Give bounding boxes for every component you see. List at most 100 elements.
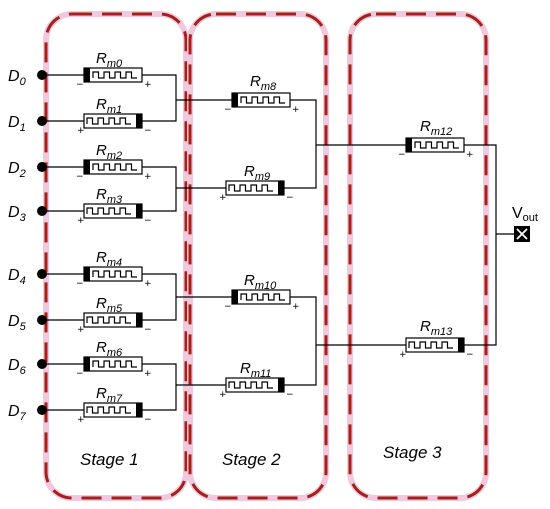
memristor-polarity-bar — [136, 313, 142, 327]
stage-boxes — [43, 11, 489, 501]
polarity-plus: + — [144, 369, 152, 379]
memristor-label-rm2: Rm2 — [96, 142, 122, 162]
memristor-rm7: + − Rm7 — [77, 385, 152, 425]
memristor-rm8: + − Rm8 — [224, 73, 300, 115]
memristor-polarity-bar — [278, 378, 284, 392]
stage-3-label: Stage 3 — [383, 443, 442, 462]
memristor-zigzag — [86, 406, 131, 414]
memristor-zigzag — [228, 381, 273, 389]
memristors: +−Rm0+−Rm1+−Rm2+−Rm3+−Rm4+−Rm5+−Rm6+−Rm7… — [76, 50, 474, 425]
memristor-polarity-bar — [232, 290, 238, 304]
polarity-plus: + — [219, 390, 227, 400]
memristor-zigzag — [86, 207, 131, 215]
memristor-label-rm7: Rm7 — [96, 385, 123, 405]
stage-3-box — [348, 12, 488, 500]
polarity-minus: − — [144, 325, 152, 335]
memristor-rm1: + − Rm1 — [77, 96, 152, 136]
memristor-label-rm13: Rm13 — [420, 318, 453, 338]
polarity-minus: − — [224, 302, 232, 312]
input-node-d0 — [37, 70, 47, 80]
memristor-label-rm3: Rm3 — [96, 186, 123, 206]
memristor-zigzag — [92, 163, 137, 171]
input-node-d4 — [37, 269, 47, 279]
memristor-polarity-bar — [278, 181, 284, 195]
input-label-d1: D1 — [8, 114, 26, 134]
memristor-zigzag — [92, 270, 137, 278]
memristor-polarity-bar — [136, 204, 142, 218]
polarity-minus: − — [144, 126, 152, 136]
memristor-rm13: + − Rm13 — [399, 318, 474, 360]
memristor-rm11: + − Rm11 — [219, 360, 294, 400]
memristor-label-rm10: Rm10 — [244, 272, 277, 292]
polarity-plus: + — [144, 172, 152, 182]
memristor-label-rm12: Rm12 — [420, 118, 452, 138]
polarity-minus: − — [76, 369, 84, 379]
polarity-minus: − — [144, 415, 152, 425]
polarity-plus: + — [77, 126, 85, 136]
polarity-minus: − — [224, 105, 232, 115]
input-label-d3: D3 — [8, 204, 27, 224]
polarity-minus: − — [466, 350, 474, 360]
input-node-d1 — [37, 116, 47, 126]
memristor-rm5: +−Rm5 — [77, 295, 152, 335]
memristor-zigzag — [408, 341, 453, 349]
input-node-d7 — [37, 405, 47, 415]
memristor-rm10: + − Rm10 — [224, 272, 300, 312]
stage-1-label: Stage 1 — [80, 450, 139, 469]
memristor-polarity-bar — [84, 160, 90, 174]
input-node-d3 — [37, 206, 47, 216]
memristor-label-rm8: Rm8 — [250, 73, 277, 93]
input-node-d2 — [37, 162, 47, 172]
polarity-minus: − — [286, 390, 294, 400]
memristor-rm6: + − Rm6 — [76, 339, 152, 379]
polarity-minus: − — [286, 193, 294, 203]
memristor-rm2: + − Rm2 — [76, 142, 152, 182]
memristor-polarity-bar — [136, 114, 142, 128]
input-label-d4: D4 — [8, 267, 26, 287]
memristor-zigzag — [86, 117, 131, 125]
polarity-plus: + — [77, 216, 85, 226]
memristor-zigzag — [92, 360, 137, 368]
memristor-label-rm1: Rm1 — [96, 96, 122, 116]
memristor-rm12: +−Rm12 — [398, 118, 474, 160]
polarity-plus: + — [144, 279, 152, 289]
memristor-label-rm11: Rm11 — [240, 360, 271, 380]
input-label-d7: D7 — [8, 403, 27, 423]
polarity-plus: + — [144, 80, 152, 90]
polarity-minus: − — [76, 80, 84, 90]
memristor-zigzag — [92, 71, 137, 79]
memristor-polarity-bar — [136, 403, 142, 417]
input-node-d6 — [37, 359, 47, 369]
polarity-plus: + — [77, 415, 85, 425]
input-label-d6: D6 — [8, 357, 27, 377]
memristor-polarity-bar — [232, 93, 238, 107]
polarity-plus: + — [466, 150, 474, 160]
memristor-polarity-bar — [84, 68, 90, 82]
memristor-zigzag — [240, 293, 285, 301]
polarity-plus: + — [292, 105, 300, 115]
input-label-d2: D2 — [8, 160, 26, 180]
memristor-rm0: +−Rm0 — [76, 50, 152, 90]
memristor-polarity-bar — [84, 267, 90, 281]
stage-2-box — [188, 12, 328, 500]
stage-1-box — [44, 12, 188, 500]
output-terminal: Vout — [512, 205, 538, 242]
memristor-zigzag — [414, 141, 459, 149]
input-label-d5: D5 — [8, 313, 27, 333]
polarity-plus: + — [219, 193, 227, 203]
memristor-label-rm6: Rm6 — [96, 339, 123, 359]
wiring — [42, 74, 514, 411]
input-terminals: D0 D1 D2 D3 D4 D5 D6 D7 — [8, 68, 47, 423]
memristor-label-rm4: Rm4 — [96, 249, 122, 269]
polarity-plus: + — [399, 350, 407, 360]
memristor-zigzag — [86, 316, 131, 324]
polarity-minus: − — [144, 216, 152, 226]
polarity-plus: + — [292, 302, 300, 312]
memristor-polarity-bar — [406, 138, 412, 152]
stage-2-label: Stage 2 — [222, 450, 281, 469]
memristor-rm4: +−Rm4 — [76, 249, 152, 289]
polarity-minus: − — [76, 172, 84, 182]
input-label-d0: D0 — [8, 68, 27, 88]
